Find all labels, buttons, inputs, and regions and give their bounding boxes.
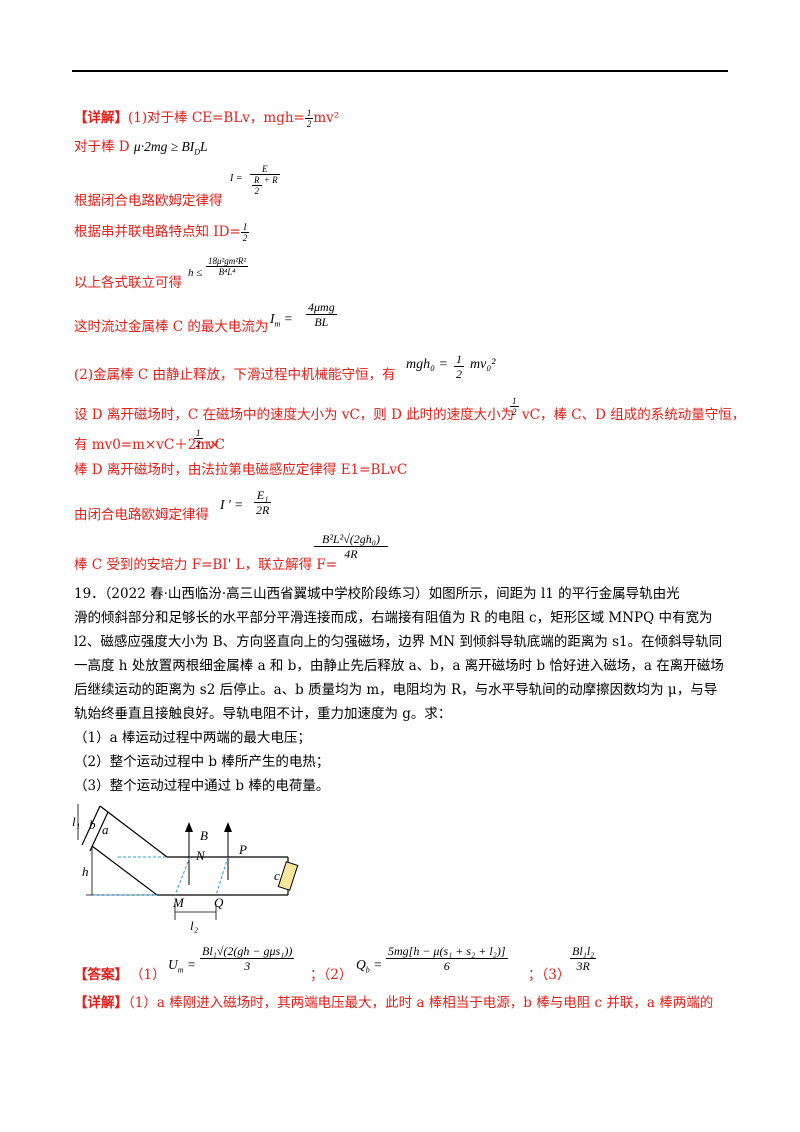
answer-1-lhs: Um = xyxy=(168,957,197,975)
problem-line: 滑的倾斜部分和足够长的水平部分平滑连接而成，右端接有阻值为 R 的电阻 c，矩形… xyxy=(74,610,713,626)
detail-text: 由闭合电路欧姆定律得 xyxy=(74,507,209,523)
label-b: b xyxy=(89,817,96,832)
question-1: （1）a 棒运动过程中两端的最大电压； xyxy=(74,730,311,746)
detail-text-b: vC，棒 C、D 组成的系统动量守恒， xyxy=(522,407,746,423)
answer-2-lhs: Qb = xyxy=(356,957,383,975)
problem-line: 后继续运动的距离为 s2 后停止。a、b 质量均为 m，电阻均为 R，与水平导轨… xyxy=(74,682,718,698)
question-3: （3）整个运动过程中通过 b 棒的电荷量。 xyxy=(74,778,330,794)
detail-last-line: 【详解】（1）a 棒刚进入磁场时，其两端电压最大，此时 a 棒相当于电源，b 棒… xyxy=(74,994,713,1012)
i-prime-lhs: I ' = xyxy=(220,497,244,512)
label-a: a xyxy=(102,822,109,837)
label-l1: l₁ xyxy=(72,814,80,829)
problem-line: l2、磁感应强度大小为 B、方向竖直向上的匀强磁场，边界 MN 到倾斜导轨底端的… xyxy=(74,634,723,650)
problem-19: 19．（2022 春·山西临汾·高三山西省翼城中学校阶段练习）如图所示，间距为 … xyxy=(74,582,724,798)
problem-line: 19．（2022 春·山西临汾·高三山西省翼城中学校阶段练习）如图所示，间距为 … xyxy=(74,586,680,602)
im-lhs: Im = xyxy=(270,311,293,329)
answer-part-2: ；（2） xyxy=(310,967,353,983)
detail-text-b: vC xyxy=(207,437,225,453)
detail-text: (2)金属棒 C 由静止释放，下滑过程中机械能守恒，有 xyxy=(74,367,396,383)
detail-text: 对于棒 D xyxy=(74,139,130,155)
header-rule xyxy=(72,70,728,72)
label-M: M xyxy=(172,895,185,910)
detail-text: （1）a 棒刚进入磁场时，其两端电压最大，此时 a 棒相当于电源，b 棒与电阻 … xyxy=(128,995,714,1011)
label-B: B xyxy=(200,828,208,843)
force-fraction: B²L²√(2gh₀)4R xyxy=(314,532,388,561)
detail-line-2: 对于棒 D μ·2mg ≥ BIDL xyxy=(74,138,208,162)
question-2: （2）整个运动过程中 b 棒所产生的电热； xyxy=(74,754,330,770)
detail-text: 以上各式联立可得 xyxy=(74,275,182,291)
answer-tag: 【答案】 xyxy=(74,967,128,983)
energy-lhs: mgh₀ = xyxy=(406,357,448,372)
detail-text: 根据串并联电路特点知 ID= xyxy=(74,224,241,240)
detail-text: (1)对于棒 CE=BLv，mgh= xyxy=(128,110,305,126)
inequality-formula: μ·2mg ≥ BIDL xyxy=(133,139,208,157)
label-P: P xyxy=(238,842,247,857)
h-lhs: h ≤ xyxy=(188,267,203,279)
answer-part-1: （1） xyxy=(130,967,166,983)
problem-line: 一高度 h 处放置两根细金属棒 a 和 b，由静止先后释放 a、b，a 离开磁场… xyxy=(74,658,724,674)
detail-text: 棒 C 受到的安培力 F=BI' L，联立解得 F= xyxy=(74,557,338,573)
resistor-icon xyxy=(277,861,299,891)
label-N: N xyxy=(195,848,206,863)
detail-text: 这时流过金属棒 C 的最大电流为 xyxy=(74,319,269,335)
ohm-lhs: I = xyxy=(230,173,243,184)
detail-tag: 【详解】 xyxy=(74,110,128,126)
rail-diagram: l₁ b a B N P c h M Q l₂ xyxy=(72,804,299,933)
detail-tail: mv² xyxy=(313,110,340,126)
detail-text-a: 设 D 离开磁场时，C 在磁场中的速度大小为 vC，则 D 此时的速度大小为 xyxy=(74,407,515,423)
problem-line: 轨始终垂直且接触良好。导轨电阻不计，重力加速度为 g。求： xyxy=(74,706,452,722)
detail-tag: 【详解】 xyxy=(74,995,128,1011)
label-Q: Q xyxy=(214,895,224,910)
detail-text: 根据闭合电路欧姆定律得 xyxy=(74,193,223,209)
detail-text-a: 有 mv0=m×vC＋2m× xyxy=(74,437,221,453)
label-l2: l₂ xyxy=(190,918,199,933)
energy-tail: mv₀² xyxy=(470,357,496,372)
answer-1-fraction: Bl₁√(2(gh − gμs₁))3 xyxy=(200,944,295,973)
detail-line-10: 棒 D 离开磁场时，由法拉第电磁感应定律得 E1=BLvC xyxy=(74,462,408,478)
label-h: h xyxy=(82,864,89,879)
answer-2-fraction: 5mg[h − μ(s₁ + s₂ + l₂)]6 xyxy=(386,944,508,973)
answer-part-3: ；（3） xyxy=(528,967,571,983)
label-c: c xyxy=(274,868,280,883)
